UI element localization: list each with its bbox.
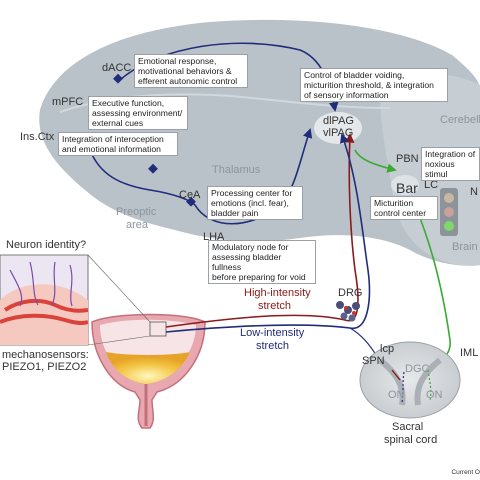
- label-spn: SPN: [362, 355, 385, 367]
- neuron-inset: [0, 254, 89, 346]
- label-dlpag: dlPAG: [323, 115, 354, 127]
- label-iml: IML: [460, 347, 478, 359]
- label-mpfc: mPFC: [52, 96, 83, 108]
- label-spinal-1: Sacral: [392, 421, 423, 433]
- label-lc: LC: [424, 179, 438, 191]
- drg-cluster: [336, 301, 360, 322]
- label-n: N: [470, 186, 478, 198]
- label-brain: Brain: [452, 241, 478, 253]
- label-preoptic-2: area: [126, 219, 149, 231]
- bladder-urine: [106, 352, 190, 384]
- label-preoptic-1: Preoptic: [116, 206, 157, 218]
- green-pag-pbn: [354, 149, 397, 173]
- label-spinal-2: spinal cord: [384, 434, 437, 446]
- label-low-1: Low-intensity: [240, 327, 305, 339]
- label-dgc: DGC: [405, 363, 430, 375]
- box-dacc: Emotional response,motivational behavior…: [134, 54, 248, 88]
- node-cea: [186, 196, 196, 207]
- label-vlpag: vlPAG: [323, 127, 353, 139]
- node-thalamus: [148, 163, 158, 174]
- label-neuron-identity: Neuron identity?: [6, 239, 86, 251]
- traffic-light-icon: [440, 188, 458, 236]
- box-pag: Control of bladder voiding,micturition t…: [300, 68, 448, 102]
- label-thalamus: Thalamus: [212, 164, 261, 176]
- label-cerebellum: Cerebell: [440, 114, 480, 126]
- label-high-2: stretch: [258, 300, 291, 312]
- label-dacc: dACC: [102, 62, 131, 74]
- high-stretch-line: [165, 133, 359, 328]
- label-bar: Bar: [396, 180, 418, 196]
- bar-nucleus: [391, 175, 419, 195]
- zoom-box: [149, 321, 167, 337]
- label-mechanosensors-1: mechanosensors:: [2, 349, 89, 361]
- label-on-left: ON: [388, 389, 405, 401]
- label-low-2: stretch: [256, 340, 289, 352]
- label-insctx: Ins.Ctx: [20, 131, 55, 143]
- spinal-cord: [359, 341, 461, 419]
- label-cea: CeA: [179, 189, 201, 201]
- label-pbn: PBN: [396, 153, 419, 165]
- journal-footer: Current O: [451, 469, 480, 476]
- label-on-right: ON: [426, 389, 443, 401]
- blue-path-insula: [89, 149, 196, 206]
- box-mpfc: Executive function,assessing environment…: [88, 96, 188, 130]
- label-lcp: lcp: [380, 343, 394, 355]
- low-stretch-line: [165, 133, 371, 333]
- label-mechanosensors-2: PIEZO1, PIEZO2: [2, 361, 86, 373]
- label-drg: DRG: [338, 287, 362, 299]
- label-high-1: High-intensity: [244, 287, 311, 299]
